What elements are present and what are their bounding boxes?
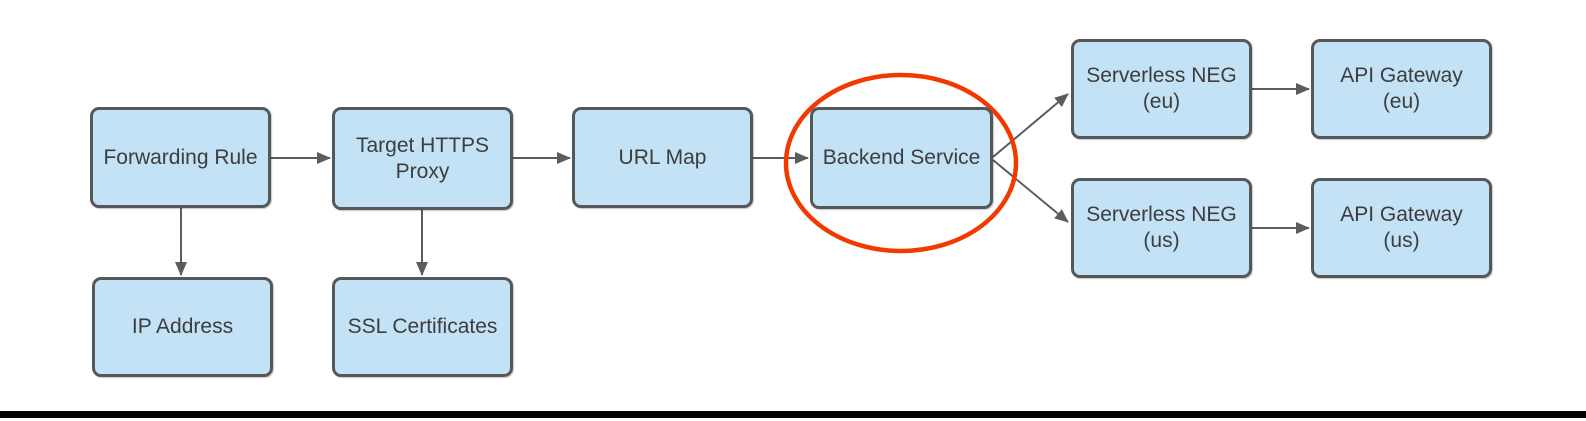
node-target-https-proxy: Target HTTPS Proxy: [332, 107, 513, 210]
node-serverless-neg-us: Serverless NEG (us): [1071, 178, 1252, 278]
node-api-gateway-us: API Gateway (us): [1311, 178, 1492, 278]
node-label: API Gateway (us): [1340, 203, 1463, 252]
node-label: Serverless NEG (us): [1086, 203, 1237, 252]
node-label: Serverless NEG (eu): [1086, 64, 1237, 113]
node-label: API Gateway (eu): [1340, 64, 1463, 113]
node-label: SSL Certificates: [347, 315, 498, 339]
node-label: URL Map: [618, 145, 707, 169]
node-url-map: URL Map: [572, 107, 753, 208]
edge-backend-service-to-serverless-neg-us: [992, 159, 1069, 223]
node-ip-address: IP Address: [92, 277, 273, 377]
node-api-gateway-eu: API Gateway (eu): [1311, 39, 1492, 139]
node-forwarding-rule: Forwarding Rule: [90, 107, 271, 208]
node-label: IP Address: [131, 315, 234, 339]
node-label: Backend Service: [822, 146, 981, 170]
node-label: Forwarding Rule: [103, 145, 258, 169]
node-backend-service: Backend Service: [810, 107, 993, 209]
node-label: Target HTTPS Proxy: [355, 133, 490, 183]
edge-backend-service-to-serverless-neg-eu: [992, 93, 1069, 158]
bottom-border-line: [0, 411, 1586, 418]
node-serverless-neg-eu: Serverless NEG (eu): [1071, 39, 1252, 139]
node-ssl-certificates: SSL Certificates: [332, 277, 513, 377]
